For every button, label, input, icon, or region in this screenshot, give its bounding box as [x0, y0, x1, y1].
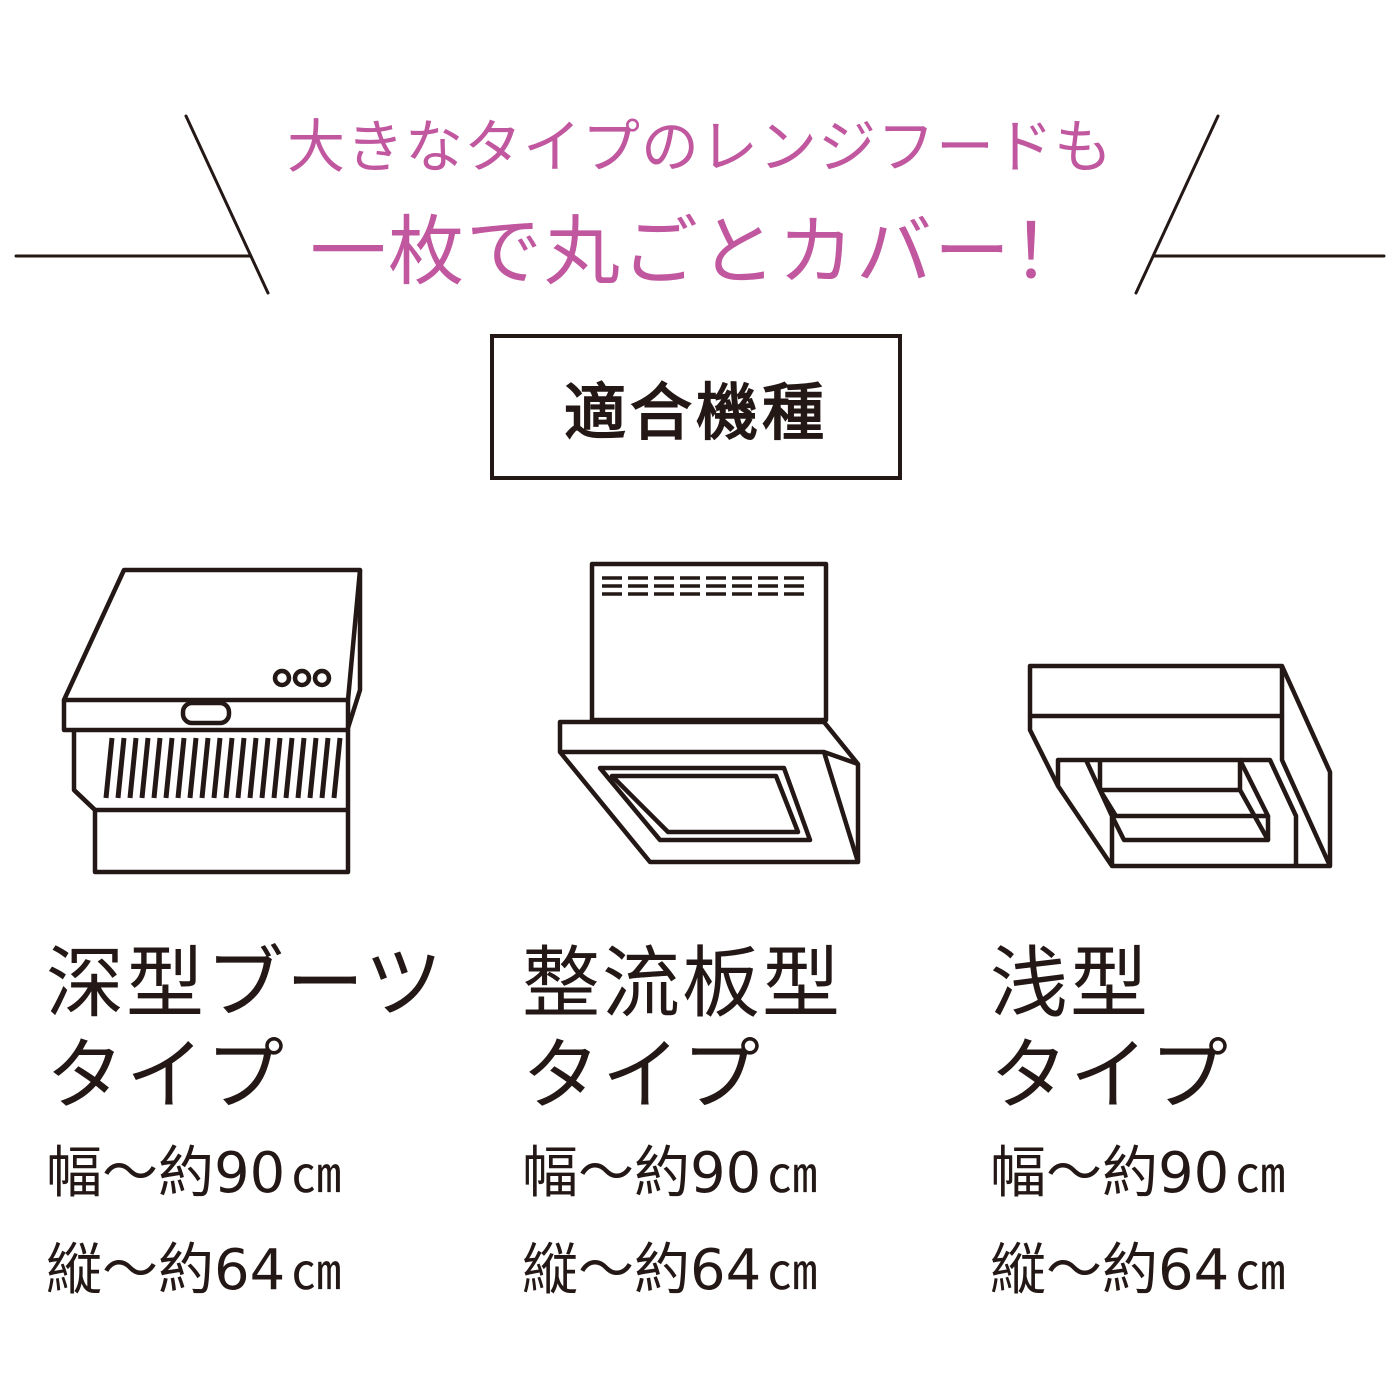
- height-unit: ㎝: [767, 1243, 818, 1301]
- width-unit: ㎝: [767, 1146, 818, 1204]
- right-slash-line: [1134, 114, 1220, 295]
- width-value: 90: [1158, 1141, 1230, 1206]
- width-value: 90: [214, 1141, 286, 1206]
- product-name-line-2: タイプ: [46, 1031, 287, 1121]
- product-name-line-2: タイプ: [522, 1031, 763, 1121]
- shallow-range-hood-icon: [1027, 663, 1333, 869]
- height-label: 縦〜約: [522, 1238, 690, 1303]
- headline-decoration: [14, 114, 1386, 295]
- headline-line-2: 一枚で丸ごとカバー！: [310, 207, 1090, 296]
- headline-line-1: 大きなタイプのレンジフードも: [286, 113, 1113, 181]
- height-label: 縦〜約: [46, 1238, 214, 1303]
- baffle-plate-range-hood-icon: [557, 561, 861, 865]
- width-label: 幅〜約: [46, 1141, 214, 1206]
- height-value: 64: [1158, 1238, 1230, 1303]
- compatible-models-label: 適合機種: [490, 334, 902, 480]
- compatible-models-text: 適合機種: [563, 376, 828, 449]
- height-value: 64: [690, 1238, 762, 1303]
- width-value: 90: [690, 1141, 762, 1206]
- left-slash-line: [184, 114, 270, 295]
- width-label: 幅〜約: [522, 1141, 690, 1206]
- height-unit: ㎝: [1235, 1243, 1286, 1301]
- width-unit: ㎝: [291, 1146, 342, 1204]
- deep-boot-range-hood-icon: [61, 567, 363, 875]
- height-label: 縦〜約: [990, 1238, 1158, 1303]
- product-name-line-2: タイプ: [990, 1031, 1231, 1121]
- product-name-line-1: 浅型: [990, 939, 1151, 1029]
- product-name-line-1: 整流板型: [522, 939, 843, 1029]
- width-label: 幅〜約: [990, 1141, 1158, 1206]
- product-name-line-1: 深型ブーツ: [46, 939, 445, 1029]
- height-unit: ㎝: [291, 1243, 342, 1301]
- height-value: 64: [214, 1238, 286, 1303]
- width-unit: ㎝: [1235, 1146, 1286, 1204]
